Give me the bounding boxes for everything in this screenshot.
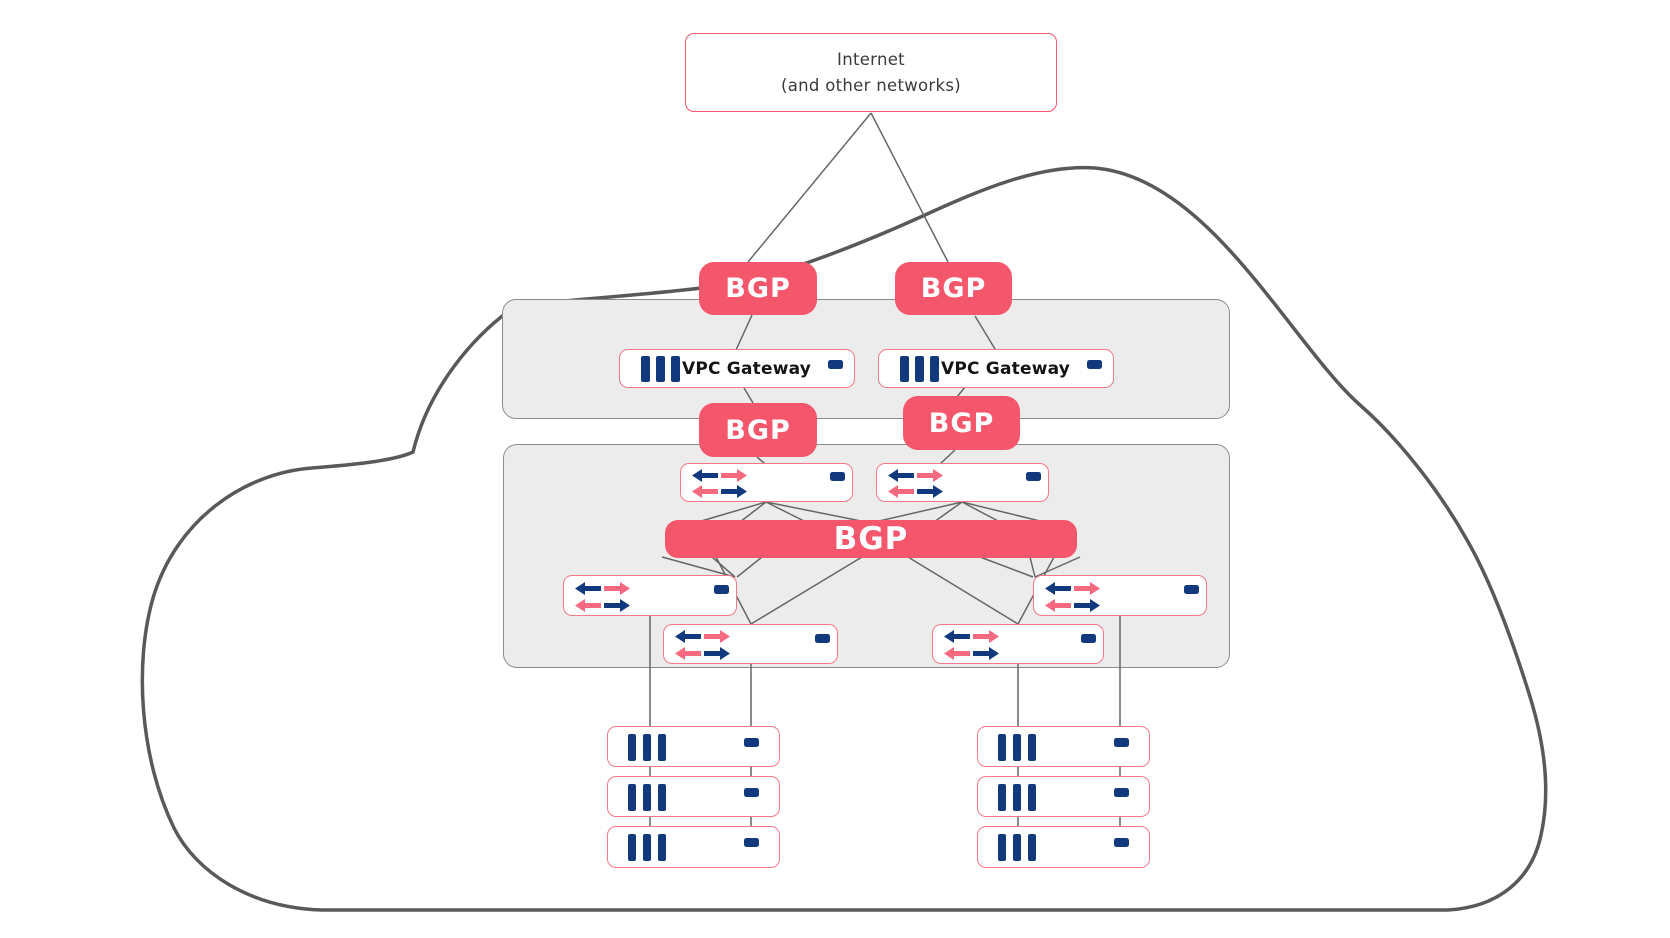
bgp-mesh-bar: BGP [665,520,1077,558]
bgp-badge-edge-left: BGP [699,262,817,315]
router-traffic-icons [888,469,943,482]
arrow-left-icon [692,485,718,498]
led-indicator-icon [830,472,845,481]
arrow-left-icon [675,647,701,660]
server-box [607,726,780,767]
router-traffic-icons [692,485,747,498]
arrow-right-icon [973,647,999,660]
router-traffic-icons [575,582,630,595]
bgp-badge-tier2-left: BGP [699,403,817,457]
arrow-right-icon [704,630,730,643]
arrow-left-icon [944,647,970,660]
arrow-left-icon [944,630,970,643]
router-traffic-icons [692,469,747,482]
arrow-right-icon [917,485,943,498]
arrow-left-icon [1045,599,1071,612]
arrow-left-icon [888,469,914,482]
interface-bars-icon [628,834,673,861]
router-box-bottom-left [663,624,838,664]
interface-bars-icon [641,356,686,382]
led-indicator-icon [828,360,843,369]
router-traffic-icons [675,647,730,660]
router-box-spine-left [680,463,853,502]
arrow-right-icon [973,630,999,643]
server-box [607,776,780,817]
vpc-gateway-box-right: VPC Gateway [878,349,1114,388]
router-traffic-icons [1045,582,1100,595]
interface-bars-icon [628,734,673,761]
server-box [977,726,1150,767]
router-box-spine-right [876,463,1049,502]
interface-bars-icon [998,834,1043,861]
arrow-right-icon [721,469,747,482]
arrow-right-icon [704,647,730,660]
led-indicator-icon [1114,788,1129,797]
led-indicator-icon [1087,360,1102,369]
arrow-right-icon [1074,599,1100,612]
led-indicator-icon [1081,634,1096,643]
led-indicator-icon [1114,838,1129,847]
arrow-right-icon [604,599,630,612]
router-box-bottom-right [932,624,1104,664]
router-traffic-icons [944,647,999,660]
arrow-left-icon [575,599,601,612]
interface-bars-icon [998,734,1043,761]
internet-box: Internet (and other networks) [685,33,1057,112]
router-traffic-icons [575,599,630,612]
gateway-tier-section [502,299,1230,419]
server-box [977,826,1150,868]
arrow-left-icon [888,485,914,498]
arrow-left-icon [575,582,601,595]
arrow-right-icon [917,469,943,482]
router-box-leaf-right [1033,575,1207,616]
interface-bars-icon [998,784,1043,811]
router-box-leaf-left [563,575,737,616]
server-box [607,826,780,868]
led-indicator-icon [744,838,759,847]
led-indicator-icon [815,634,830,643]
led-indicator-icon [1026,472,1041,481]
bgp-badge-edge-right: BGP [895,262,1012,315]
bgp-badge-tier2-right: BGP [903,396,1020,450]
vpc-gateway-label: VPC Gateway [682,358,812,379]
led-indicator-icon [744,738,759,747]
internet-label-line1: Internet [837,49,905,69]
arrow-left-icon [675,630,701,643]
router-traffic-icons [888,485,943,498]
interface-bars-icon [900,356,945,382]
router-traffic-icons [675,630,730,643]
internet-label-line2: (and other networks) [781,75,961,95]
server-box [977,776,1150,817]
vpc-gateway-label: VPC Gateway [941,358,1071,379]
led-indicator-icon [714,585,729,594]
arrow-right-icon [721,485,747,498]
vpc-gateway-box-left: VPC Gateway [619,349,855,388]
arrow-right-icon [1074,582,1100,595]
arrow-left-icon [1045,582,1071,595]
led-indicator-icon [1114,738,1129,747]
interface-bars-icon [628,784,673,811]
led-indicator-icon [1184,585,1199,594]
arrow-left-icon [692,469,718,482]
arrow-right-icon [604,582,630,595]
router-traffic-icons [944,630,999,643]
led-indicator-icon [744,788,759,797]
router-traffic-icons [1045,599,1100,612]
